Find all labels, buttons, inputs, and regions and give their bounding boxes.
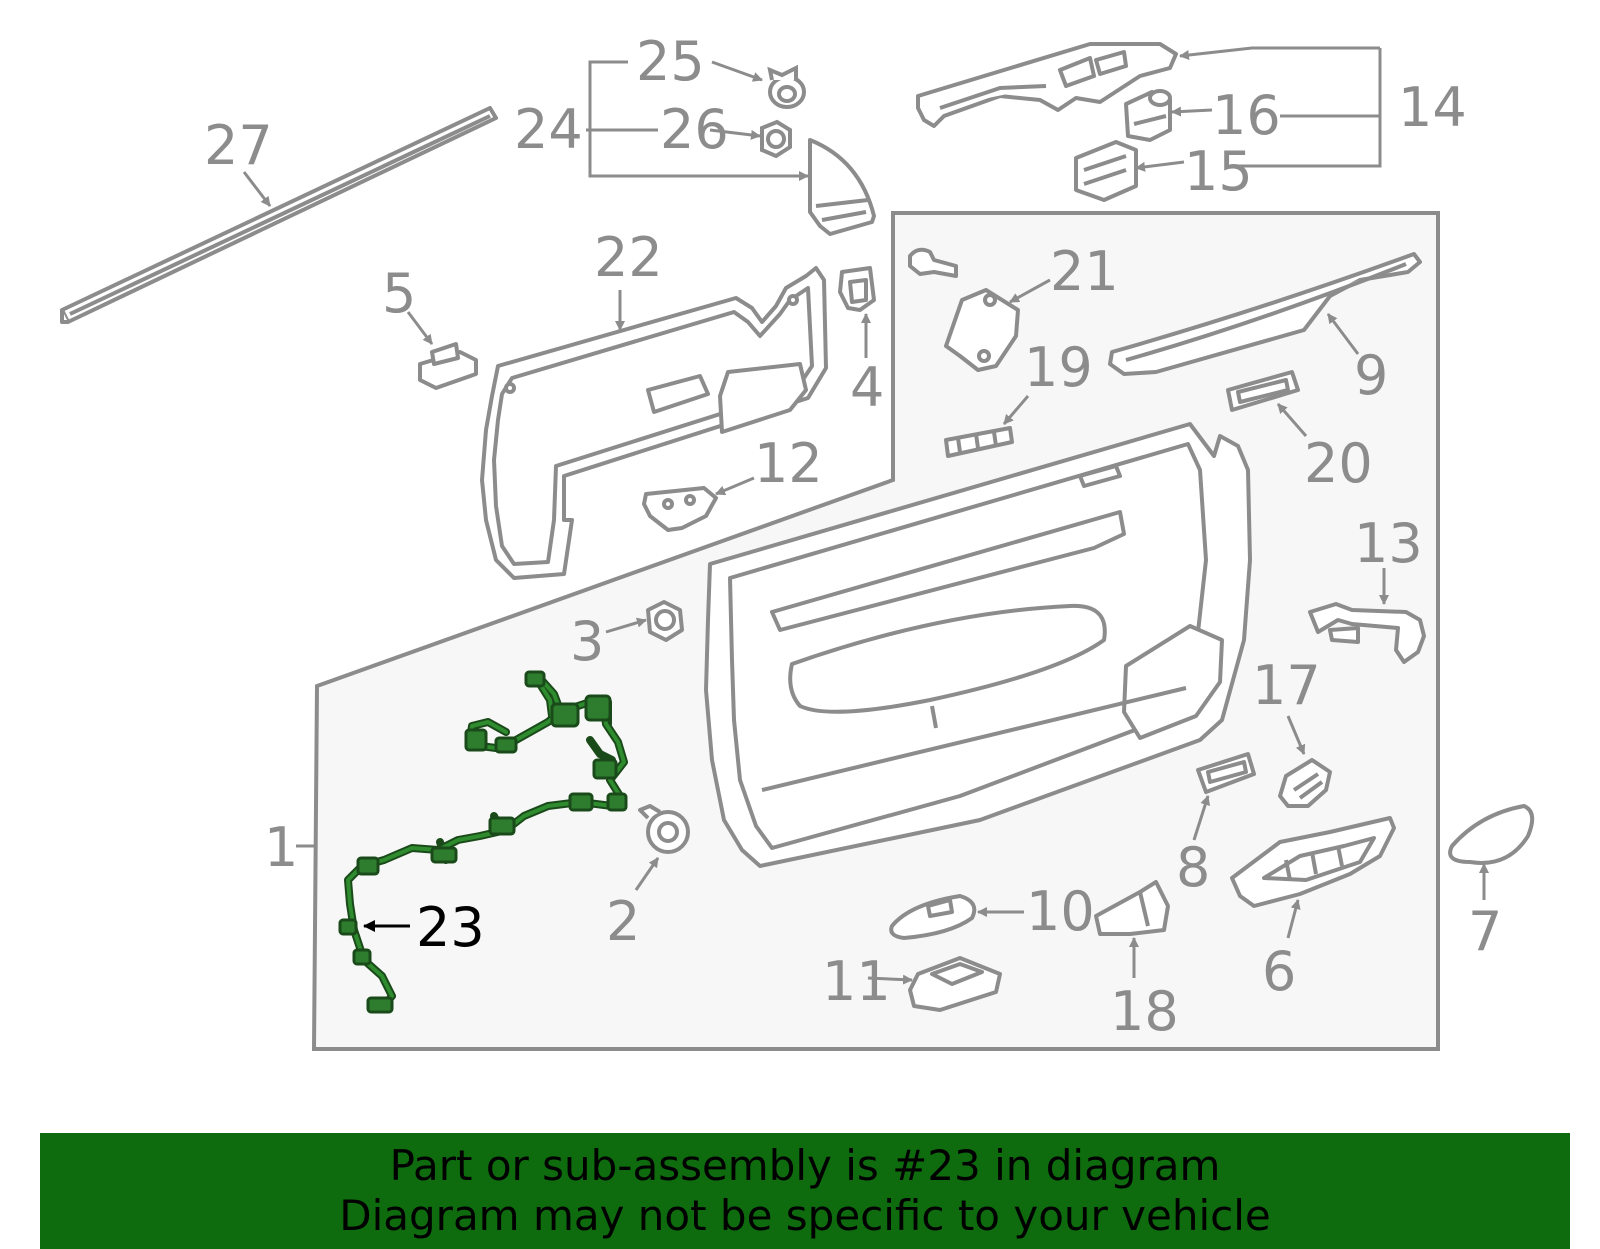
part-21-bracket — [908, 247, 1020, 372]
callout-27[interactable]: 27 — [204, 114, 273, 177]
callout-5[interactable]: 5 — [382, 262, 416, 325]
callout-3[interactable]: 3 — [570, 610, 604, 673]
part-22-inner-panel — [480, 266, 828, 580]
part-14-switch-bezel — [916, 42, 1178, 128]
info-banner: Part or sub-assembly is #23 in diagram D… — [40, 1133, 1570, 1249]
part-27-weatherstrip — [60, 106, 498, 324]
callout-8[interactable]: 8 — [1176, 836, 1210, 899]
callout-9[interactable]: 9 — [1354, 344, 1388, 407]
leader-lines — [242, 46, 1489, 985]
part-4-clip — [838, 266, 876, 312]
callout-16[interactable]: 16 — [1212, 84, 1281, 147]
banner-line-1: Part or sub-assembly is #23 in diagram — [389, 1141, 1221, 1190]
part-24-mirror-cover — [808, 138, 876, 236]
part-9-trim-strip — [1108, 252, 1422, 376]
part-18-bracket — [1094, 880, 1170, 936]
part-20-bezel — [1226, 370, 1300, 412]
part-12-bracket — [642, 486, 718, 532]
callout-20[interactable]: 20 — [1304, 432, 1373, 495]
callout-4[interactable]: 4 — [850, 356, 884, 419]
callout-11[interactable]: 11 — [822, 950, 891, 1013]
callout-26[interactable]: 26 — [660, 98, 729, 161]
part-16-switch — [1124, 89, 1172, 142]
callout-24[interactable]: 24 — [514, 98, 583, 161]
part-1-door-trim-panel — [704, 422, 1252, 868]
callout-7[interactable]: 7 — [1468, 900, 1502, 963]
part-26-nut — [760, 119, 792, 159]
callout-19[interactable]: 19 — [1024, 336, 1093, 399]
part-10-handle-cover — [889, 894, 977, 940]
callout-25[interactable]: 25 — [636, 30, 705, 93]
part-6-inside-handle — [1230, 816, 1396, 908]
part-2-push-pin — [638, 804, 690, 854]
callout-18[interactable]: 18 — [1110, 980, 1179, 1043]
banner-line-2: Diagram may not be specific to your vehi… — [339, 1191, 1271, 1240]
part-13-harness-bracket — [1308, 602, 1426, 664]
part-17-cover — [1278, 758, 1332, 808]
part-25-clip — [767, 64, 806, 109]
callout-10[interactable]: 10 — [1026, 880, 1095, 943]
callout-13[interactable]: 13 — [1354, 512, 1423, 575]
callout-labels: 27 25 24 26 14 16 15 22 5 4 21 19 9 20 1… — [204, 30, 1502, 1043]
part-15-switch — [1074, 140, 1138, 202]
part-7-mirror — [1448, 804, 1535, 865]
callout-22[interactable]: 22 — [594, 226, 663, 289]
callout-2[interactable]: 2 — [606, 890, 640, 953]
part-5-clip — [418, 342, 478, 390]
callout-17[interactable]: 17 — [1252, 654, 1321, 717]
part-11-pocket — [908, 956, 1002, 1012]
callout-12[interactable]: 12 — [754, 432, 823, 495]
part-23-connectors — [338, 670, 628, 1014]
part-8-bezel — [1196, 752, 1256, 794]
callout-1[interactable]: 1 — [264, 816, 298, 879]
callout-14[interactable]: 14 — [1398, 76, 1467, 139]
callout-15[interactable]: 15 — [1184, 140, 1253, 203]
part-3-nut — [646, 600, 684, 642]
callout-6[interactable]: 6 — [1262, 940, 1296, 1003]
part-19-switch — [944, 426, 1014, 458]
callout-23[interactable]: 23 — [416, 896, 485, 959]
callout-21[interactable]: 21 — [1050, 240, 1119, 303]
